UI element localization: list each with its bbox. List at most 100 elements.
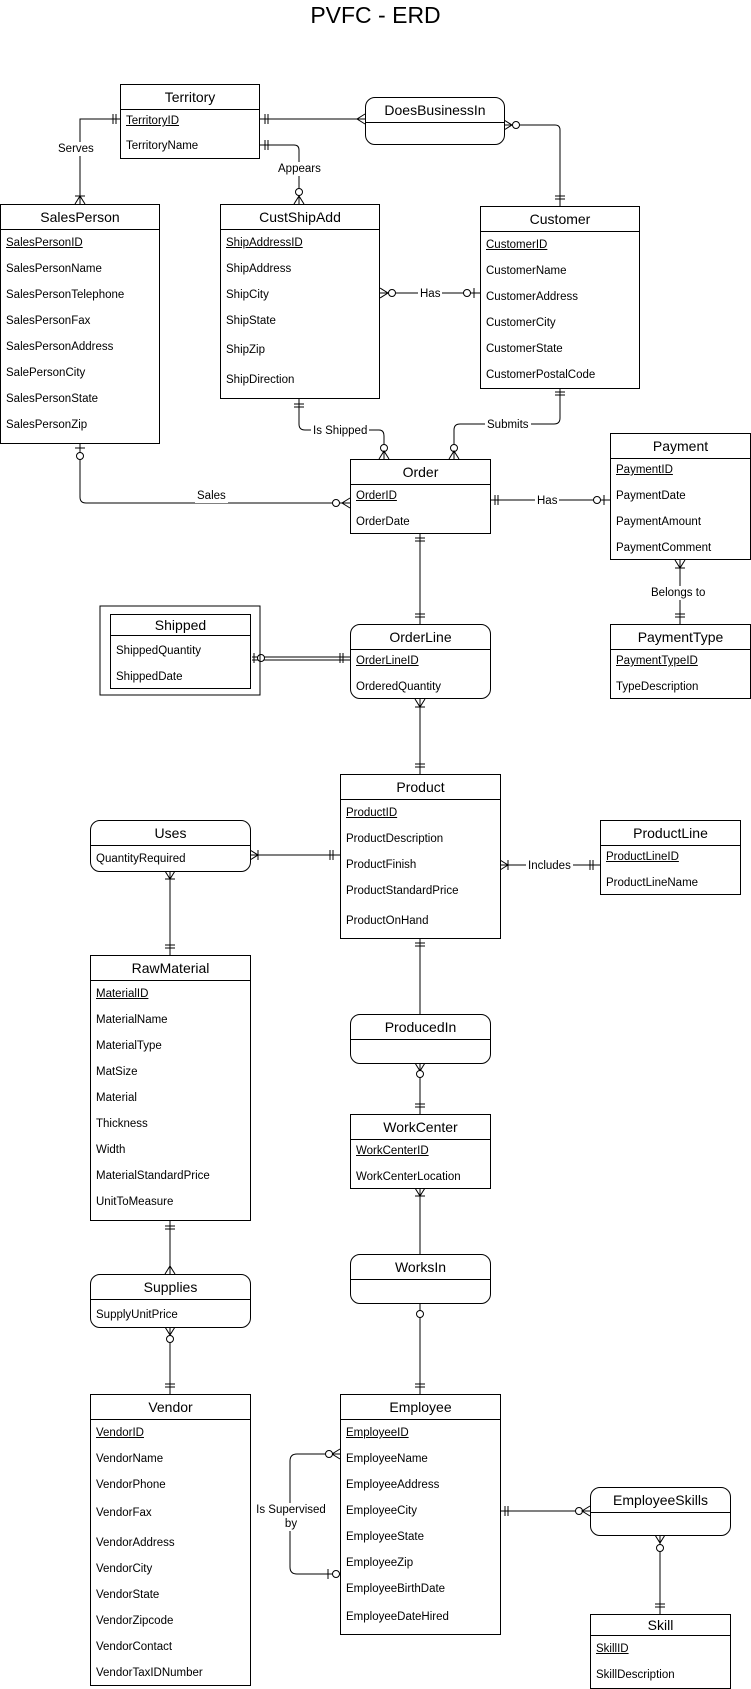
entity-attribute: EmployeeAddress [346,1479,440,1491]
card-many [414,1187,426,1197]
card-one-one [264,140,269,150]
entity-attribute: CustomerPostalCode [486,369,596,381]
entity-attribute: ProductOnHand [346,915,429,927]
entity-attribute: PaymentDate [616,490,686,502]
entity-attribute: VendorZipcode [96,1615,174,1627]
entity-attribute: SalePersonCity [6,367,86,379]
entity-shipped[interactable]: Shipped ShippedQuantity ShippedDate [110,614,251,689]
entity-attribute: EmployeeCity [346,1505,417,1517]
entity-attribute: ShipAddress [226,263,292,275]
card-many [499,859,509,871]
entity-title: EmployeeSkills [591,1488,730,1513]
card-one-one [415,763,425,768]
entity-orderline[interactable]: OrderLine OrderLineID OrderedQuantity [350,624,491,699]
entity-title: Shipped [111,615,250,636]
entity-employee[interactable]: Employee EmployeeID EmployeeName Employe… [340,1394,501,1635]
entity-attribute: VendorAddress [96,1537,175,1549]
entity-attribute: OrderDate [356,516,410,528]
shipped-outer-frame [99,605,261,696]
entity-title: WorkCenter [351,1115,490,1140]
entity-title: DoesBusinessIn [366,98,504,123]
entity-attribute: TypeDescription [616,681,699,693]
card-many [378,450,390,460]
entity-payment[interactable]: Payment PaymentID PaymentDate PaymentAmo… [610,433,751,560]
entity-attribute: SalesPersonAddress [6,341,114,353]
card-one-one [294,403,304,408]
entity-paymenttype[interactable]: PaymentType PaymentTypeID TypeDescriptio… [610,624,751,699]
entity-attribute: PaymentAmount [616,516,702,528]
entity-skill[interactable]: Skill SkillID SkillDescription [590,1614,731,1689]
entity-title: Payment [611,434,750,459]
entity-attribute: WorkCenterID [356,1145,429,1157]
entity-attribute: EmployeeState [346,1531,424,1543]
entity-title: Order [351,460,490,485]
entity-attribute: SalesPersonZip [6,419,88,431]
entity-order[interactable]: Order OrderID OrderDate [350,459,491,534]
card-many [356,113,366,125]
entity-attribute: EmployeeZip [346,1557,414,1569]
entity-territory[interactable]: Territory TerritoryID TerritoryName [120,84,260,159]
entity-attribute: VendorState [96,1589,160,1601]
entity-attribute: EmployeeDateHired [346,1611,449,1623]
entity-title: Customer [481,207,639,232]
entity-producedin[interactable]: ProducedIn [350,1014,491,1064]
entity-attribute: ProductLineName [606,877,699,889]
entity-productline[interactable]: ProductLine ProductLineID ProductLineNam… [600,820,741,895]
entity-attribute: UnitToMeasure [96,1196,174,1208]
entity-attribute: VendorName [96,1453,164,1465]
rel-label-is-shipped: Is Shipped [311,424,370,438]
entity-attribute: SkillID [596,1643,629,1655]
entity-salesperson[interactable]: SalesPerson SalesPersonID SalesPersonNam… [0,204,160,444]
entity-attribute: VendorCity [96,1563,153,1575]
card-one-one [415,537,425,542]
card-many [581,1505,591,1517]
entity-vendor[interactable]: Vendor VendorID VendorName VendorPhone V… [90,1394,251,1686]
rel-label-sales: Sales [195,489,228,503]
connector-sales [79,444,350,504]
entity-attribute: MaterialType [96,1040,162,1052]
entity-customer[interactable]: Customer CustomerID CustomerName Custome… [480,206,640,389]
rel-label-is-supervised-by: Is Supervised by [253,1503,329,1531]
entity-title: Skill [591,1615,730,1636]
card-many [74,195,86,205]
connector-doesbusinessin-customer [504,124,561,206]
entity-attribute: ProductID [346,807,398,819]
entity-custshipadd[interactable]: CustShipAdd ShipAddressID ShipAddress Sh… [220,204,380,399]
entity-attribute: ShipState [226,315,276,327]
entity-attribute: VendorFax [96,1507,152,1519]
entity-attribute: MaterialID [96,988,149,1000]
entity-attribute: QuantityRequired [96,853,186,865]
entity-attribute: EmployeeName [346,1453,428,1465]
entity-attribute: MaterialName [96,1014,168,1026]
entity-employeeskills[interactable]: EmployeeSkills [590,1487,731,1536]
connector-shipped [252,656,350,661]
entity-attribute: EmployeeBirthDate [346,1583,446,1595]
connector-serves [79,118,120,204]
entity-rawmaterial[interactable]: RawMaterial MaterialID MaterialName Mate… [90,955,251,1221]
entity-workcenter[interactable]: WorkCenter WorkCenterID WorkCenterLocati… [350,1114,491,1189]
entity-worksin[interactable]: WorksIn [350,1254,491,1304]
card-one-one [555,195,565,200]
entity-attribute: ShipAddressID [226,237,303,249]
entity-attribute: MaterialStandardPrice [96,1170,210,1182]
card-many [503,119,513,131]
entity-title: Uses [91,821,250,846]
card-one-one [655,1603,665,1608]
entity-attribute: EmployeeID [346,1427,409,1439]
connector-appears [259,144,300,204]
entity-supplies[interactable]: Supplies SupplyUnitPrice [90,1274,251,1328]
card-one-one [339,653,344,663]
card-one-one [415,613,425,618]
entity-uses[interactable]: Uses QuantityRequired [90,820,251,872]
entity-attribute: CustomerID [486,239,548,251]
entity-attribute: OrderID [356,490,397,502]
entity-title: Product [341,775,500,800]
rel-label-appears: Appears [276,162,323,176]
entity-title: ProductLine [601,821,740,846]
entity-attribute: SalesPersonFax [6,315,91,327]
entity-attribute: OrderedQuantity [356,681,442,693]
entity-product[interactable]: Product ProductID ProductDescription Pro… [340,774,501,939]
card-many [249,849,259,861]
entity-doesbusinessin[interactable]: DoesBusinessIn [365,97,505,145]
